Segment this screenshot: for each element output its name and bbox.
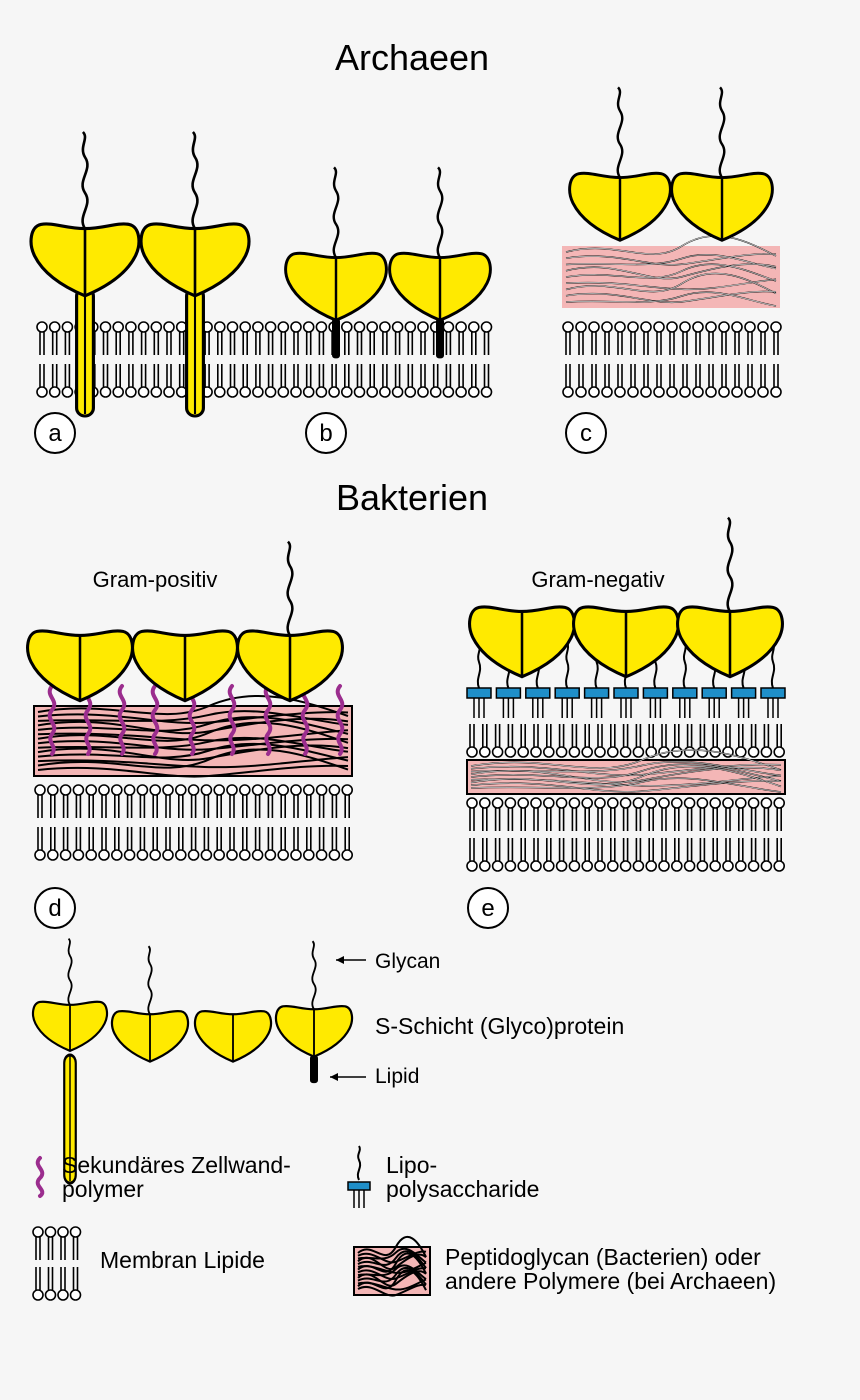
legend-secondary-polymer-line1: Sekundäres Zellwand- xyxy=(62,1152,291,1178)
svg-text:c: c xyxy=(580,420,592,447)
legend-s-layer-label: S-Schicht (Glyco)protein xyxy=(375,1013,624,1039)
s-layer-protein-b2 xyxy=(388,166,492,359)
legend-secondary-polymer-line2: polymer xyxy=(62,1176,144,1202)
s-layer-protein-c1 xyxy=(568,86,672,242)
legend-protein-plain xyxy=(193,1009,273,1063)
outer-membrane-inner-leaflet xyxy=(466,723,786,758)
peptidoglycan-gram-negative xyxy=(466,749,786,795)
membrane-archaea-c xyxy=(562,321,782,398)
gram-negative-label: Gram-negativ xyxy=(531,567,664,592)
s-layer-proteins xyxy=(26,86,784,703)
s-layer-protein-d3 xyxy=(236,540,344,703)
s-layer-protein-a2 xyxy=(139,130,251,418)
membrane-gram-positive xyxy=(34,784,354,861)
secondary-polymer-icon xyxy=(35,1156,45,1198)
panel-label-d: d xyxy=(34,887,76,929)
legend-peptidoglycan-line2: andere Polymere (bei Archaeen) xyxy=(445,1268,776,1294)
legend-protein-lipid xyxy=(274,940,354,1084)
panel-label-e: e xyxy=(467,887,509,929)
svg-text:a: a xyxy=(48,420,62,447)
membrane-gram-negative xyxy=(466,797,786,872)
gram-positive-label: Gram-positiv xyxy=(93,567,218,592)
s-layer-protein-d2 xyxy=(131,629,239,703)
legend-protein-glycan xyxy=(110,945,190,1063)
svg-text:b: b xyxy=(319,420,332,447)
peptidoglycan-icon xyxy=(353,1235,431,1297)
s-layer-protein-b1 xyxy=(284,166,388,359)
legend-lps-line1: Lipo- xyxy=(386,1152,437,1178)
legend-protein-stem xyxy=(31,937,109,1185)
s-layer-protein-e1 xyxy=(468,605,576,679)
legend-graphics xyxy=(31,937,431,1301)
panel-label-a: a xyxy=(34,412,76,454)
legend-lps-line2: polysaccharide xyxy=(386,1176,539,1202)
membrane-archaea-ab xyxy=(36,321,493,398)
legend-lipid-label: Lipid xyxy=(375,1065,419,1088)
peptidoglycan-layers xyxy=(33,235,786,795)
s-layer-protein-d1 xyxy=(26,629,134,703)
svg-text:e: e xyxy=(481,895,494,922)
bacteria-heading: Bakterien xyxy=(336,477,488,518)
archaea-heading: Archaeen xyxy=(335,37,489,78)
s-layer-protein-e2 xyxy=(572,605,680,679)
legend-peptidoglycan-line1: Peptidoglycan (Bacterien) oder xyxy=(445,1244,761,1270)
s-layer-protein-a1 xyxy=(29,130,141,418)
panel-label-b: b xyxy=(305,412,347,454)
membrane-lipid-icon xyxy=(32,1226,82,1301)
legend-glycan-label: Glycan xyxy=(375,950,440,973)
legend-membrane-label: Membran Lipide xyxy=(100,1247,265,1273)
s-layer-protein-c2 xyxy=(670,86,774,242)
panel-label-c: c xyxy=(565,412,607,454)
peptidoglycan-archaea-c xyxy=(562,235,780,308)
s-layer-protein-e3 xyxy=(676,516,784,679)
svg-text:d: d xyxy=(48,895,61,922)
lps-icon xyxy=(347,1145,371,1208)
